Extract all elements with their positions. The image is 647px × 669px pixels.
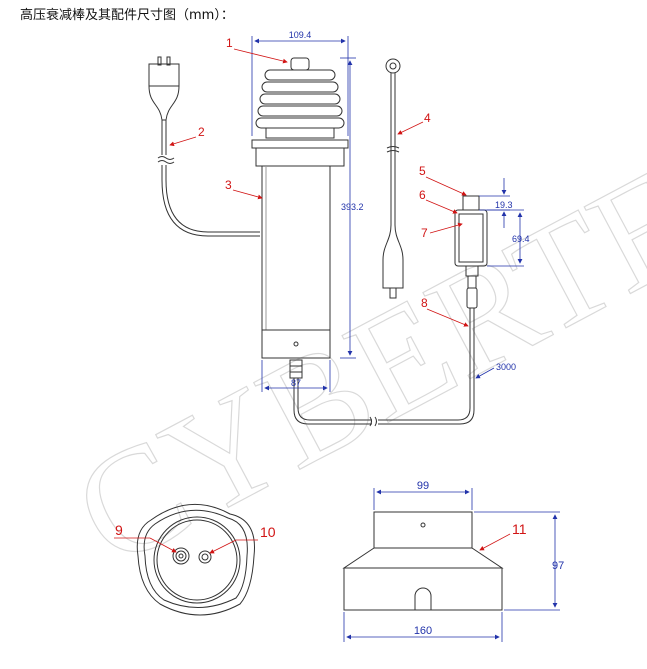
- callout-10: 10: [260, 524, 276, 540]
- output-cable: [293, 340, 475, 427]
- dim-connector-height: 19.3: [495, 200, 513, 210]
- callout-9: 9: [115, 522, 123, 538]
- hv-input-cable: [148, 56, 260, 237]
- matching-module: [454, 195, 488, 340]
- dim-cap-bottom-width: 160: [414, 625, 432, 637]
- callout-leaders: [169, 48, 469, 327]
- end-view-leaders: [114, 537, 258, 554]
- cap-leader: [479, 533, 511, 551]
- callout-4: 4: [424, 111, 431, 125]
- callout-5: 5: [419, 164, 426, 178]
- callout-11: 11: [512, 521, 527, 537]
- ground-probe: [382, 58, 404, 299]
- callout-7: 7: [421, 226, 428, 240]
- callout-1: 1: [226, 36, 233, 50]
- callout-8: 8: [421, 296, 428, 310]
- cap-dimension-lines: [343, 488, 560, 642]
- callout-6: 6: [419, 188, 426, 202]
- callout-2: 2: [198, 125, 205, 139]
- attenuator-rod: [251, 57, 349, 379]
- dimension-lines: [251, 36, 524, 392]
- watermark-text: CYBERTEK: [50, 84, 647, 598]
- dim-cap-height: 97: [552, 560, 564, 572]
- dim-cap-top-width: 99: [417, 480, 429, 492]
- dim-box-height: 69.4: [512, 234, 530, 244]
- dim-cable-length: 3000: [496, 362, 516, 372]
- dim-top-width: 109.4: [289, 30, 312, 40]
- page-title: 高压衰减棒及其配件尺寸图（mm）：: [20, 8, 234, 23]
- cap-side-view: [342, 511, 504, 611]
- end-view: [136, 503, 255, 616]
- dim-height: 393.2: [341, 202, 364, 212]
- dim-base-width: 87: [291, 378, 301, 388]
- callout-3: 3: [225, 178, 232, 192]
